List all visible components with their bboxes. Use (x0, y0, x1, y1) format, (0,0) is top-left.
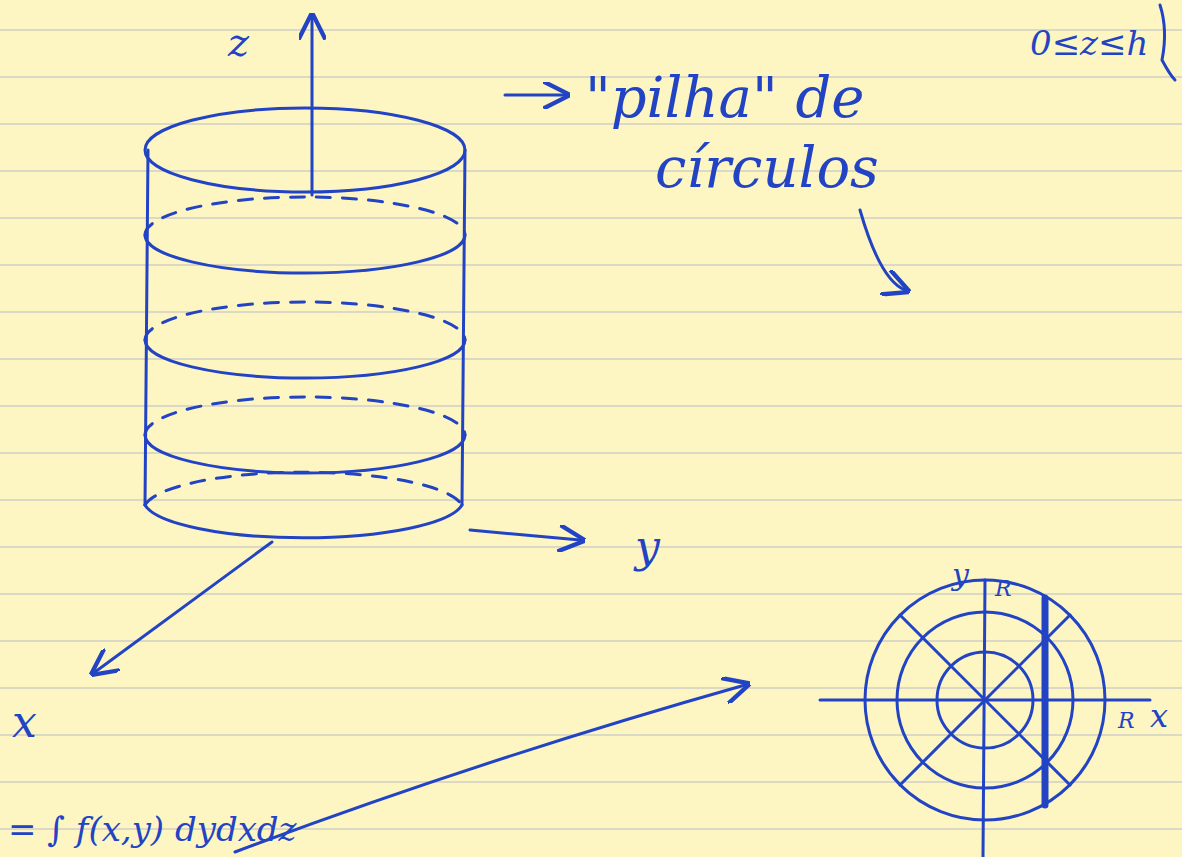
ruled-lines (0, 30, 1182, 829)
axis-label: y (952, 560, 969, 590)
axis-label: x (1150, 700, 1168, 732)
axis-label: y (635, 525, 660, 569)
cylinder-figure (95, 18, 580, 672)
radius-label: R (995, 578, 1012, 600)
arrows (235, 5, 1175, 852)
integral-text: = ∫ f(x,y) dydxdz (8, 812, 297, 846)
radius-label: R (1118, 710, 1135, 732)
axis-label: x (12, 700, 37, 744)
range-note: 0≤z≤h (1030, 26, 1148, 60)
circle-section (820, 580, 1150, 857)
axis-label: z (228, 22, 249, 62)
note-text: círculos (655, 140, 879, 196)
note-text: "pilha" de (585, 70, 864, 126)
